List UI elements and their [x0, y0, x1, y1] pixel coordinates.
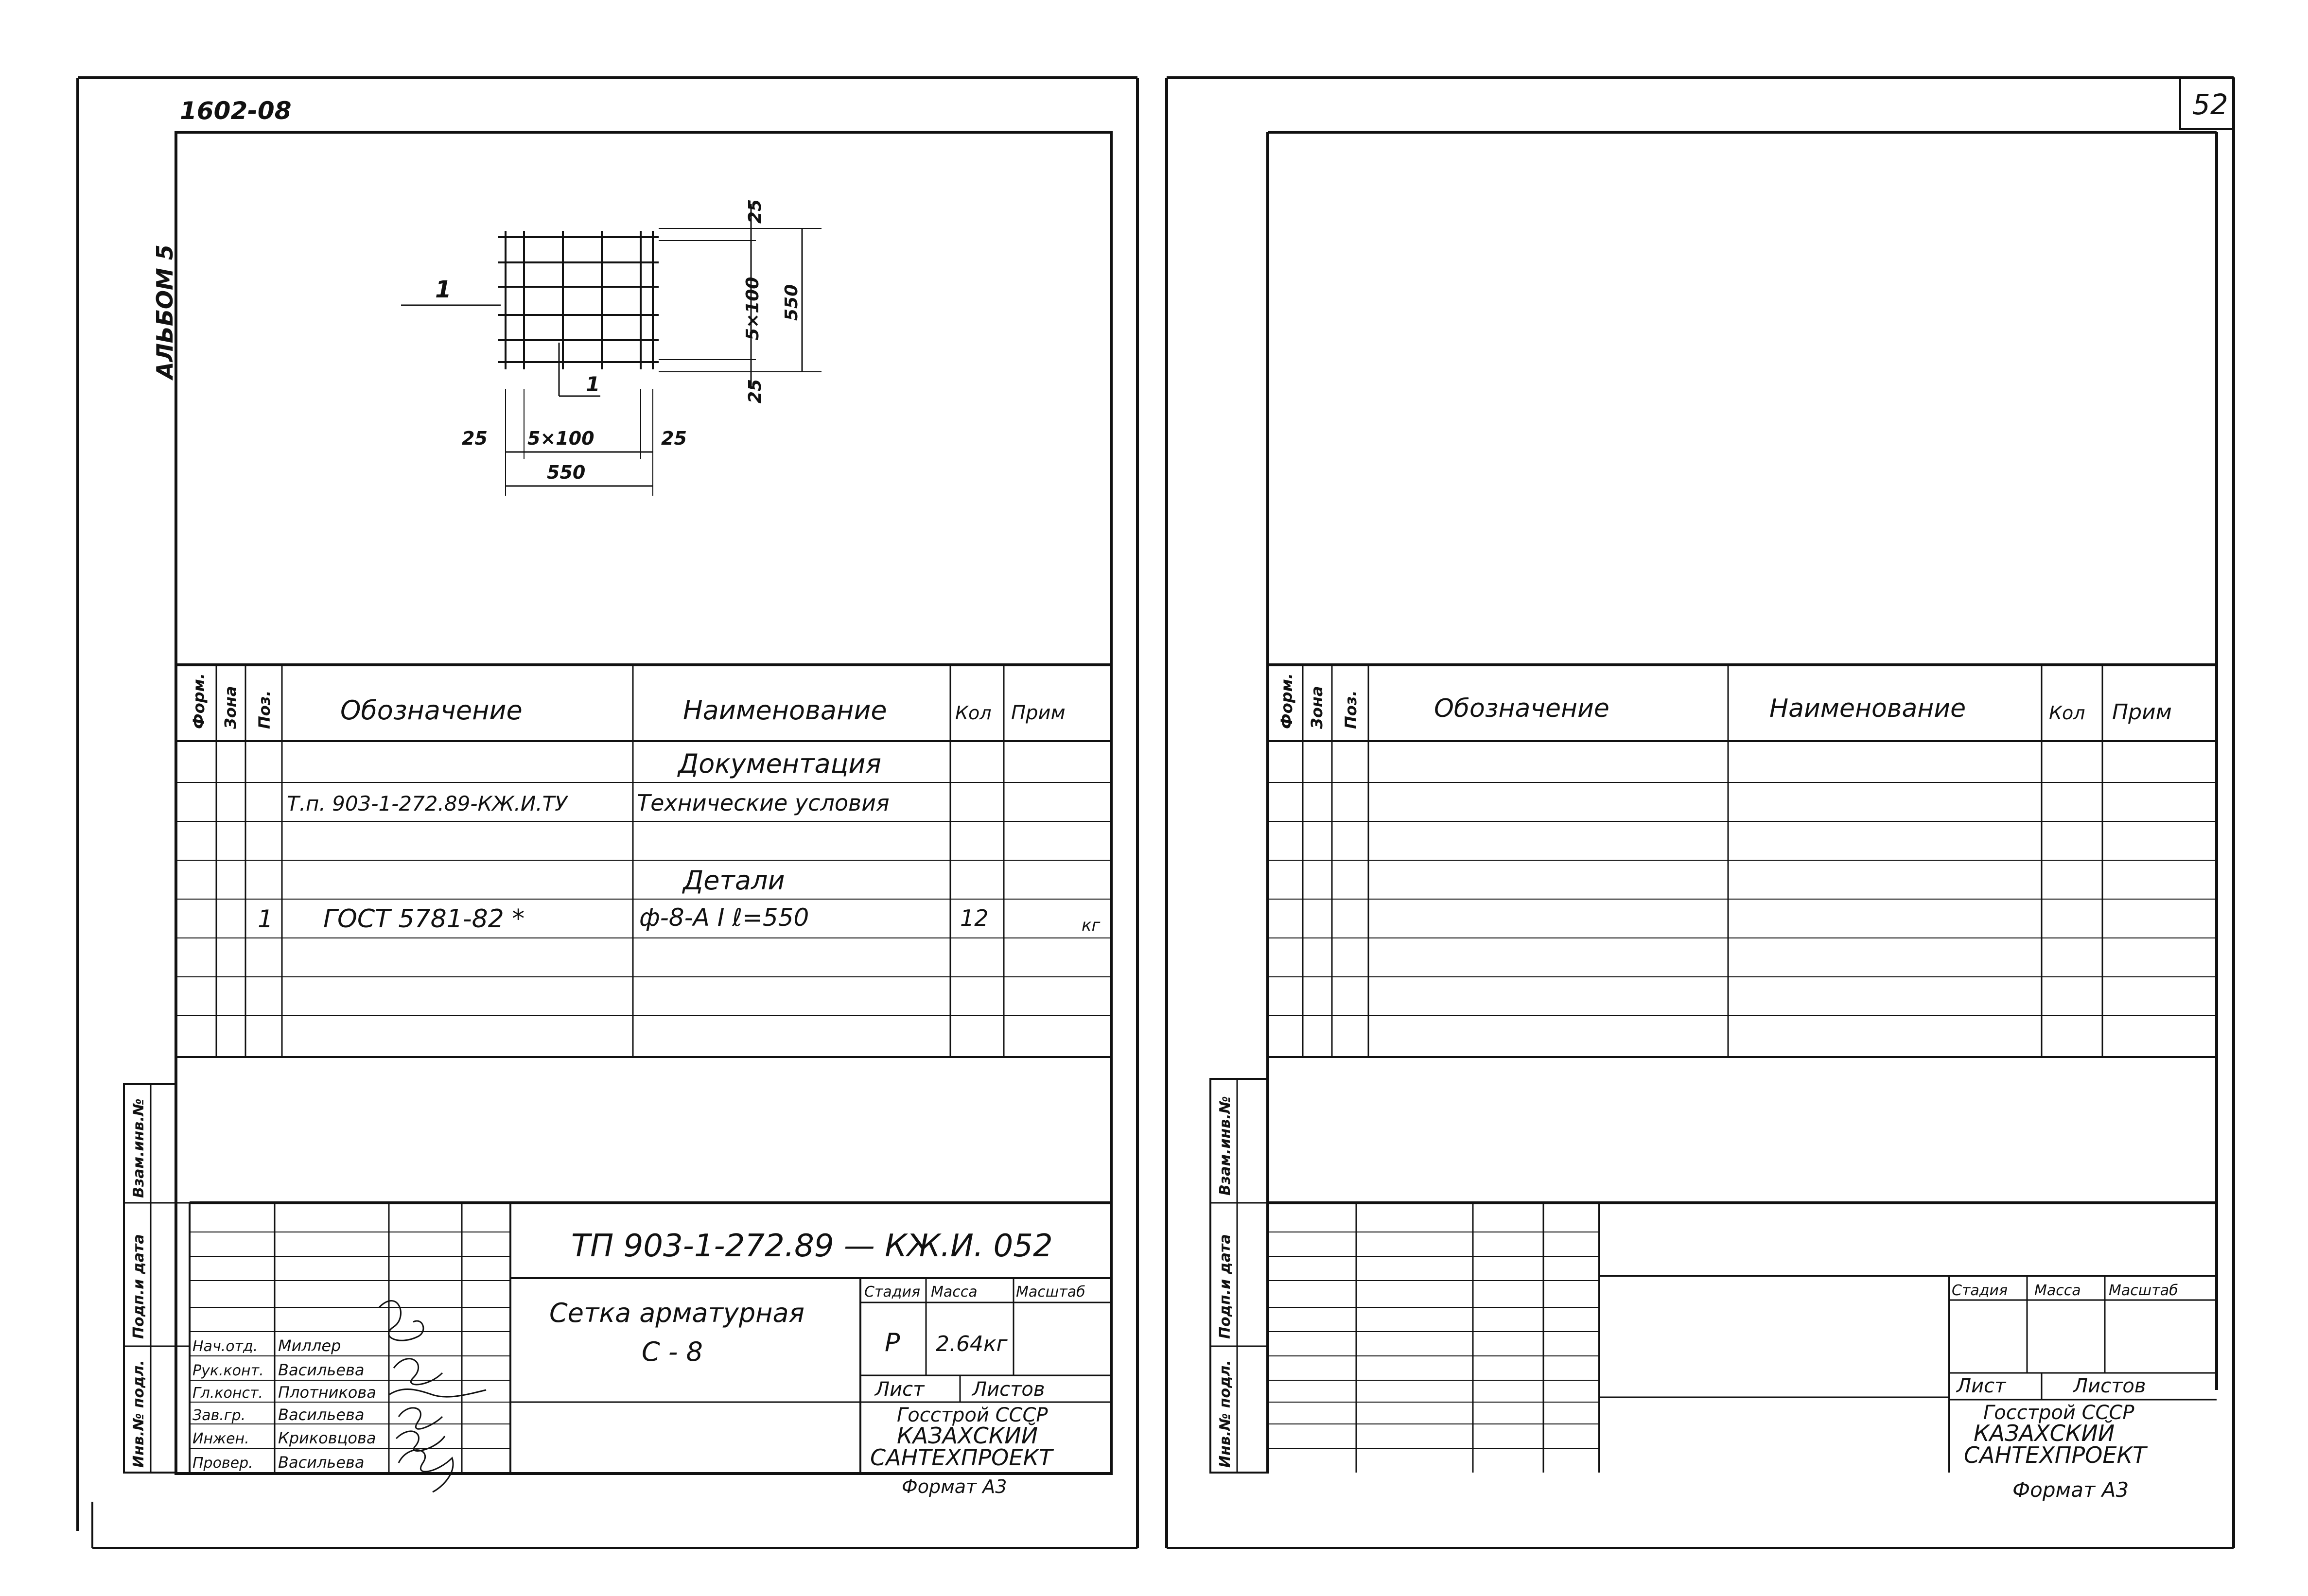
doc-designation: Т.п. 903-1-272.89-КЖ.И.ТУ — [287, 792, 568, 815]
section-details: Детали — [682, 865, 785, 896]
sig-role: Рук.конт. — [192, 1362, 264, 1379]
stamp-podp-data: Подп.и дата — [130, 1234, 147, 1339]
sig-role: Инжен. — [192, 1430, 249, 1447]
stamp-inv-podl: Инв.№ подл. — [130, 1360, 147, 1468]
left-sheet: 1602-08 АЛЬБОМ 5 1 1 — [76, 76, 1139, 1549]
header-qty: Кол — [2049, 702, 2085, 724]
right-sheet: 52 Форм. Зона Поз. Обозначение — [1165, 76, 2235, 1549]
stamp-inv-podl: Инв.№ подл. — [1217, 1360, 1234, 1468]
sig-name: Васильева — [278, 1361, 364, 1379]
stamp-podp-data: Подп.и дата — [1217, 1234, 1234, 1339]
header-format: Форм. — [1277, 673, 1296, 729]
signature-list: Нач.отд. Миллер Рук.конт. Васильева Гл.к… — [192, 1336, 376, 1472]
format-label: Формат А3 — [902, 1476, 1007, 1497]
sheet-label: Лист — [1956, 1375, 2007, 1397]
org-line1: Госстрой СССР — [897, 1404, 1048, 1426]
sig-name: Криковцова — [278, 1429, 376, 1447]
dim-width-total: 550 — [547, 462, 585, 483]
stamp-vzam-inv: Взам.инв.№ — [130, 1098, 147, 1198]
title-block: ТП 903-1-272.89 — КЖ.И. 052 Сетка армату… — [189, 1201, 1111, 1497]
sig-role: Провер. — [192, 1455, 253, 1472]
album-label: АЛЬБОМ 5 — [152, 244, 178, 381]
doc-name: Технические условия — [637, 790, 890, 816]
header-qty: Кол — [955, 702, 992, 724]
org-line2: КАЗАХСКИЙ — [1974, 1420, 2115, 1446]
detail-designation: ГОСТ 5781-82 * — [323, 904, 525, 934]
dim-spacing-v: 5×100 — [743, 277, 763, 340]
detail-pos: 1 — [258, 905, 273, 933]
stage-value: Р — [885, 1328, 900, 1357]
header-zone: Зона — [221, 686, 240, 729]
title-line1: Сетка арматурная — [549, 1298, 804, 1328]
sig-name: Плотникова — [278, 1383, 376, 1402]
sheets-label: Листов — [2072, 1375, 2146, 1397]
org-line2: КАЗАХСКИЙ — [897, 1423, 1038, 1449]
org-line3: САНТЕХПРОЕКТ — [870, 1444, 1054, 1471]
title-line2: С - 8 — [642, 1336, 703, 1367]
mesh-drawing: 1 1 25 5×100 25 550 25 5×100 25 — [401, 199, 822, 496]
mass-label: Масса — [2034, 1282, 2081, 1299]
header-name: Наименование — [683, 695, 887, 726]
title-block: Стадия Масса Масштаб Лист Листов Госстро… — [1268, 1201, 2217, 1502]
sig-name: Миллер — [278, 1336, 341, 1355]
dim-height-total: 550 — [782, 284, 802, 321]
sig-name: Васильева — [278, 1405, 364, 1424]
format-label: Формат А3 — [2012, 1478, 2129, 1502]
sig-role: Гл.конст. — [192, 1385, 263, 1402]
dim-bottom-edge: 25 — [745, 379, 765, 403]
sheets-label: Листов — [971, 1378, 1045, 1401]
org-line3: САНТЕХПРОЕКТ — [1964, 1442, 2148, 1468]
stage-label: Стадия — [864, 1284, 920, 1301]
section-documentation: Документация — [677, 748, 881, 779]
detail-qty: 12 — [960, 905, 989, 931]
detail-name: ф-8-А I ℓ=550 — [639, 903, 809, 932]
scale-label: Масштаб — [1016, 1284, 1085, 1301]
header-note: Прим — [2112, 700, 2172, 725]
position-mark-2: 1 — [586, 372, 600, 396]
sheet-label: Лист — [874, 1378, 925, 1401]
header-zone: Зона — [1308, 686, 1326, 729]
side-stamp: Взам.инв.№ Подп.и дата Инв.№ подл. — [1209, 1078, 1269, 1474]
stamp-vzam-inv: Взам.инв.№ — [1217, 1096, 1234, 1196]
header-format: Форм. — [190, 673, 208, 729]
detail-note: кг — [1082, 916, 1101, 935]
mass-label: Масса — [931, 1284, 978, 1301]
dim-spacing-h: 5×100 — [527, 428, 594, 449]
dim-top-edge: 25 — [745, 199, 765, 224]
sig-role: Нач.отд. — [192, 1338, 258, 1355]
dim-left-edge: 25 — [462, 428, 488, 449]
handwritten-signatures — [378, 1300, 487, 1493]
position-mark-1: 1 — [435, 276, 451, 303]
header-designation: Обозначение — [340, 695, 523, 726]
spec-table: Форм. Зона Поз. Обозначение Наименование… — [176, 663, 1111, 1058]
doc-code: ТП 903-1-272.89 — КЖ.И. 052 — [571, 1228, 1053, 1264]
dim-right-edge: 25 — [661, 428, 687, 449]
side-stamp: Взам.инв.№ Подп.и дата Инв.№ подл. — [123, 1083, 190, 1474]
sig-name: Васильева — [278, 1453, 364, 1472]
stage-label: Стадия — [1952, 1282, 2008, 1299]
scale-label: Масштаб — [2109, 1282, 2178, 1299]
sig-role: Зав.гр. — [192, 1407, 245, 1424]
header-pos: Поз. — [1342, 690, 1360, 729]
spec-table: Форм. Зона Поз. Обозначение Наименование… — [1268, 663, 2217, 1058]
header-designation: Обозначение — [1434, 694, 1609, 723]
sheet-code: 1602-08 — [180, 97, 292, 125]
header-note: Прим — [1011, 702, 1066, 724]
header-name: Наименование — [1769, 694, 1966, 723]
page-number: 52 — [2192, 88, 2228, 121]
header-pos: Поз. — [255, 690, 274, 729]
org-line1: Госстрой СССР — [1983, 1402, 2134, 1424]
mass-value: 2.64кг — [936, 1332, 1008, 1356]
